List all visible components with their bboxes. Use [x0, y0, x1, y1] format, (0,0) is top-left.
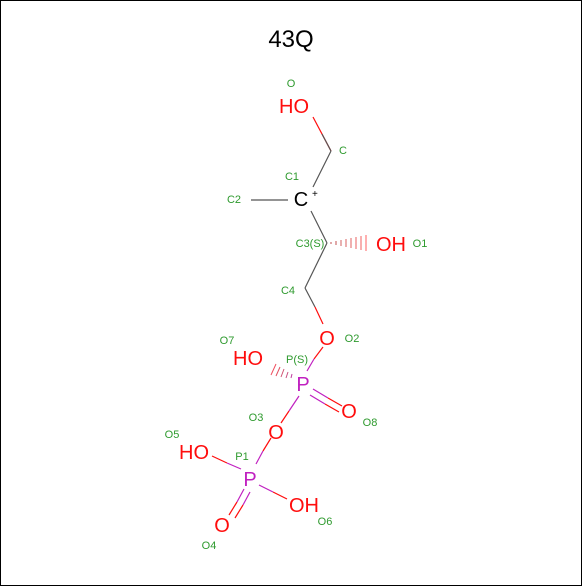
label-o4: O4	[202, 540, 217, 552]
atom-o4: O	[214, 515, 230, 537]
wedge-c3-o1	[330, 235, 367, 251]
bond-p1-o6	[258, 484, 274, 493]
atom-o-top: HO	[279, 96, 309, 118]
bonds	[211, 116, 343, 519]
bond-c4-o2-half	[314, 306, 324, 325]
atom-o1: OH	[376, 234, 406, 256]
bond-p1-o4-a	[236, 488, 245, 503]
bond-o-c-half	[321, 133, 332, 152]
charge-c1: +	[312, 189, 318, 200]
label-o6: O6	[318, 516, 333, 528]
bond-p1-o6-half	[272, 491, 288, 500]
bond-o5-p1	[211, 455, 228, 464]
bond-o2-ps	[313, 346, 324, 360]
atom-o7: HO	[233, 348, 263, 370]
atom-o5: HO	[179, 442, 209, 464]
label-c3: C3(S)	[296, 238, 325, 250]
bond-ps-o8-c	[309, 394, 326, 405]
atom-ps: P	[296, 374, 309, 396]
bond-ps-o8-d	[324, 403, 340, 413]
label-c: C	[339, 145, 347, 157]
atom-p1: P	[243, 469, 256, 491]
atom-o3: O	[268, 422, 284, 444]
label-o-top: O	[287, 78, 296, 90]
bond-c4-o2	[304, 287, 316, 308]
label-ps: P(S)	[286, 354, 308, 366]
bond-o3-p1	[262, 437, 272, 452]
bond-p1-o4-d	[234, 504, 244, 519]
label-c4: C4	[281, 285, 295, 297]
label-o1: O1	[413, 238, 428, 250]
bond-ps-o3-half	[280, 410, 290, 424]
diagram-title: 43Q	[268, 26, 313, 53]
bond-ps-o3	[288, 395, 300, 412]
bond-p1-o4-c	[242, 491, 251, 506]
atom-o2: O	[319, 328, 335, 350]
atom-c1: C	[294, 189, 308, 211]
atom-o6: OH	[289, 495, 319, 517]
bond-ps-o8-b	[327, 397, 343, 407]
label-o8: O8	[363, 417, 378, 429]
bond-p1-o4-b	[228, 501, 238, 516]
bond-o2-ps-half	[306, 358, 315, 372]
atom-labels: O C C1 C2 C3(S) O1 C4 O2 O7 P(S) O8 O3 O…	[165, 78, 428, 552]
label-c2: C2	[227, 194, 241, 206]
label-c1: C1	[285, 171, 299, 183]
atom-symbols: HO C OH O HO P O O HO P OH O	[179, 96, 406, 537]
label-o3: O3	[249, 412, 264, 424]
bond-ps-o8-a	[312, 388, 329, 399]
bond-o3-p1-half	[255, 450, 264, 465]
bond-c3-c4	[304, 242, 328, 289]
bond-c-c1	[312, 150, 332, 188]
label-o7: O7	[220, 335, 235, 347]
label-o2: O2	[345, 333, 360, 345]
label-p1: P1	[235, 451, 248, 463]
bond-c1-c3	[310, 210, 328, 244]
wedge-ps-o7	[270, 363, 293, 379]
bond-o5-p1-half	[226, 462, 242, 470]
atom-o8: O	[341, 401, 357, 423]
label-o5: O5	[165, 429, 180, 441]
